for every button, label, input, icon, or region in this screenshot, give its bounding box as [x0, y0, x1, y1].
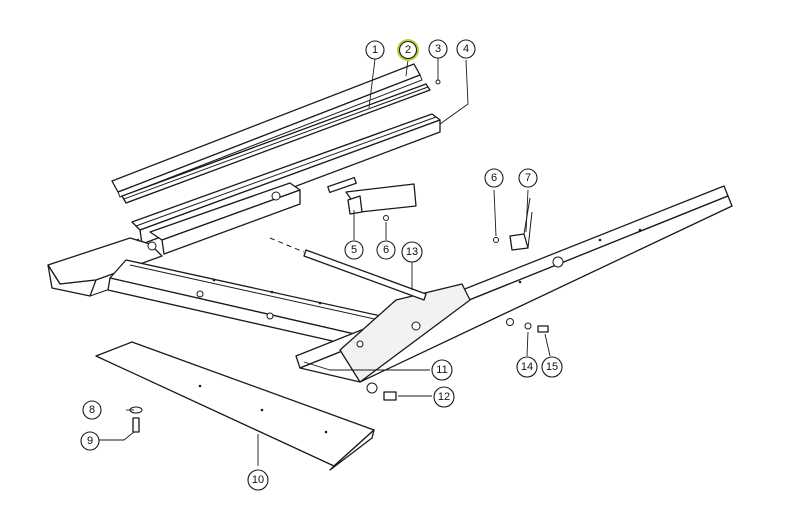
- callout-6-lower: 6: [376, 240, 396, 260]
- callout-9: 9: [80, 431, 100, 451]
- callout-2-highlighted: 2: [397, 39, 419, 61]
- svg-text:4: 4: [463, 43, 469, 55]
- svg-text:7: 7: [525, 172, 531, 184]
- hinge-rail-part: [121, 83, 431, 204]
- callout-6-upper: 6: [484, 168, 504, 188]
- left-frame-bracket: [47, 237, 163, 297]
- svg-text:13: 13: [406, 246, 418, 258]
- svg-text:12: 12: [438, 391, 450, 403]
- front-cross-channel: [107, 259, 391, 351]
- callout-5: 5: [344, 240, 364, 260]
- svg-text:10: 10: [252, 474, 264, 486]
- svg-text:15: 15: [546, 361, 558, 373]
- callout-8: 8: [82, 400, 102, 420]
- right-side-rail: [295, 185, 733, 383]
- svg-text:6: 6: [383, 244, 389, 256]
- svg-text:6: 6: [491, 172, 497, 184]
- svg-text:11: 11: [436, 364, 447, 376]
- callout-15: 15: [541, 356, 563, 378]
- svg-text:8: 8: [89, 404, 95, 416]
- cross-rod-part: [269, 237, 427, 301]
- svg-text:14: 14: [521, 361, 533, 373]
- seal-strip-part: [111, 63, 423, 198]
- rear-cross-member: [149, 176, 357, 255]
- callout-12: 12: [433, 386, 455, 408]
- callout-4: 4: [456, 39, 476, 59]
- mount-bracket-part: [345, 183, 417, 215]
- callout-7: 7: [518, 168, 538, 188]
- svg-text:2: 2: [405, 44, 411, 56]
- callout-14: 14: [516, 356, 538, 378]
- svg-text:5: 5: [351, 244, 357, 256]
- latch-plate-part: [509, 197, 533, 251]
- callout-13: 13: [401, 241, 423, 263]
- bottom-plate-part: [95, 341, 375, 471]
- callout-11: 11: [431, 359, 453, 381]
- callout-3: 3: [428, 39, 448, 59]
- callout-1: 1: [365, 40, 385, 60]
- fasteners: [129, 79, 549, 433]
- leader-lines: [98, 58, 551, 466]
- svg-text:9: 9: [87, 435, 93, 447]
- svg-text:3: 3: [435, 43, 441, 55]
- callout-10: 10: [247, 469, 269, 491]
- svg-text:1: 1: [372, 44, 378, 56]
